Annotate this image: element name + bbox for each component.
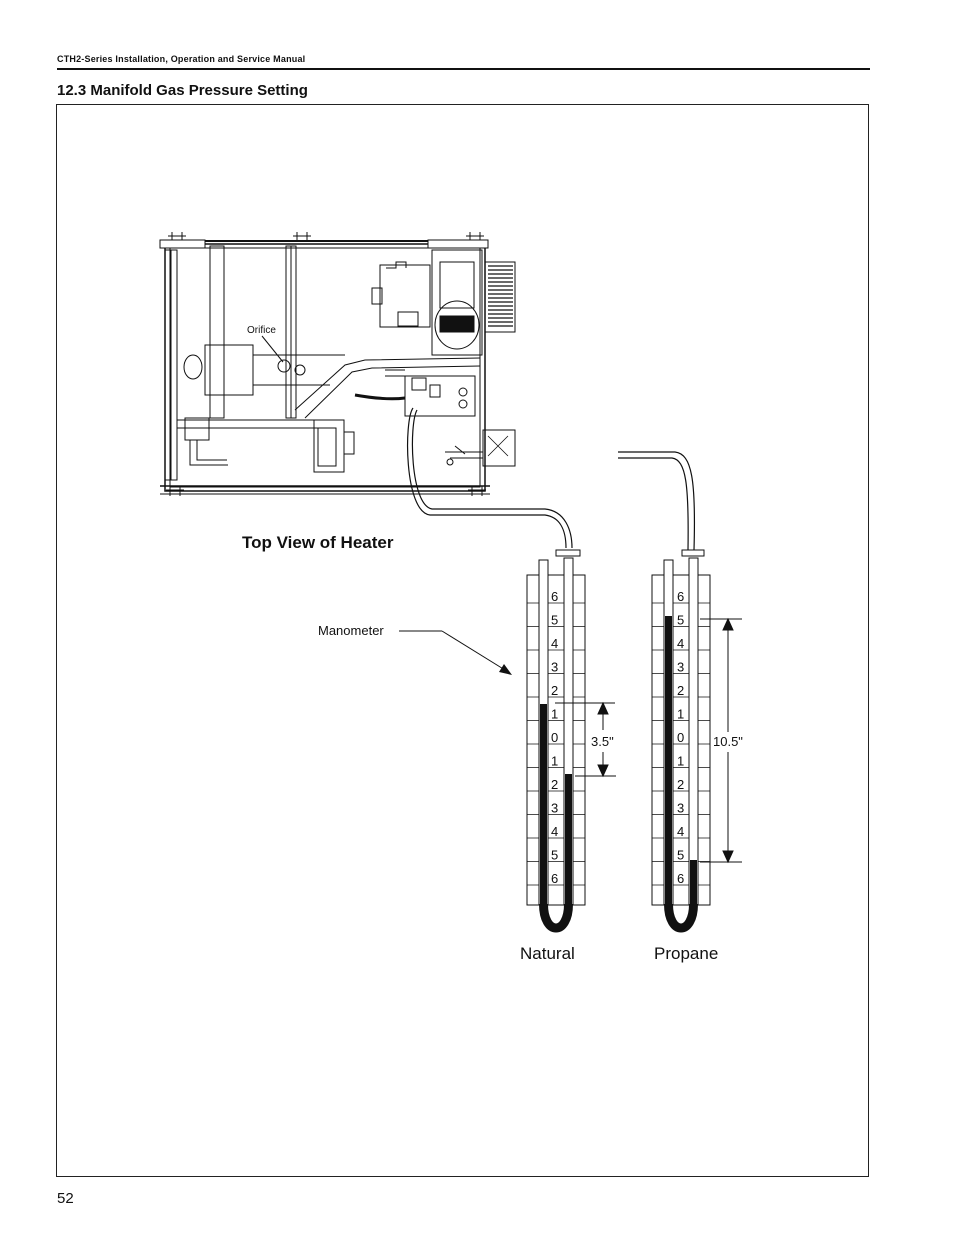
natural-scale-tick: 6 <box>551 871 558 886</box>
natural-scale-tick: 5 <box>551 848 558 863</box>
propane-supply-tube <box>618 451 696 551</box>
manual-title: CTH2-Series Installation, Operation and … <box>57 54 306 64</box>
propane-supply-tube-inner <box>618 457 689 551</box>
propane-scale-tick: 0 <box>677 730 684 745</box>
section-title: 12.3 Manifold Gas Pressure Setting <box>57 82 308 99</box>
natural-scale-tick: 5 <box>551 613 558 628</box>
propane-manometer <box>651 549 711 933</box>
propane-scale-tick: 6 <box>677 589 684 604</box>
natural-scale-tick: 2 <box>551 777 558 792</box>
natural-label: Natural <box>520 944 575 963</box>
natural-scale-tick: 3 <box>551 801 558 816</box>
natural-scale-tick: 4 <box>551 824 558 839</box>
header-divider <box>57 68 870 70</box>
natural-dimension <box>555 701 616 778</box>
page-number: 52 <box>57 1190 74 1207</box>
figure-frame <box>56 104 869 1177</box>
propane-scale-tick: 3 <box>677 801 684 816</box>
natural-scale-tick: 0 <box>551 730 558 745</box>
propane-scale-tick: 1 <box>677 754 684 769</box>
natural-scale-tick: 3 <box>551 660 558 675</box>
natural-scale-tick: 2 <box>551 683 558 698</box>
natural-manometer <box>526 549 586 933</box>
propane-scale-tick: 5 <box>677 613 684 628</box>
manometer-arrow-shaft <box>441 630 506 671</box>
propane-scale-tick: 3 <box>677 660 684 675</box>
heater-caption: Top View of Heater <box>242 533 394 552</box>
manometer-arrow-head <box>499 664 512 675</box>
propane-scale-tick: 4 <box>677 824 684 839</box>
propane-label: Propane <box>654 944 718 963</box>
heater-top-view <box>159 232 573 549</box>
natural-scale-tick: 1 <box>551 707 558 722</box>
propane-scale-tick: 5 <box>677 848 684 863</box>
natural-scale-tick: 6 <box>551 589 558 604</box>
natural-measurement: 3.5" <box>591 734 614 749</box>
orifice-label: Orifice <box>247 325 276 336</box>
propane-scale-tick: 1 <box>677 707 684 722</box>
propane-scale-tick: 4 <box>677 636 684 651</box>
manometer-label: Manometer <box>318 623 384 638</box>
propane-scale-tick: 6 <box>677 871 684 886</box>
natural-scale-tick: 4 <box>551 636 558 651</box>
propane-dimension <box>700 617 742 864</box>
propane-scale-tick: 2 <box>677 777 684 792</box>
propane-measurement: 10.5" <box>713 734 743 749</box>
natural-scale-tick: 1 <box>551 754 558 769</box>
propane-scale-tick: 2 <box>677 683 684 698</box>
